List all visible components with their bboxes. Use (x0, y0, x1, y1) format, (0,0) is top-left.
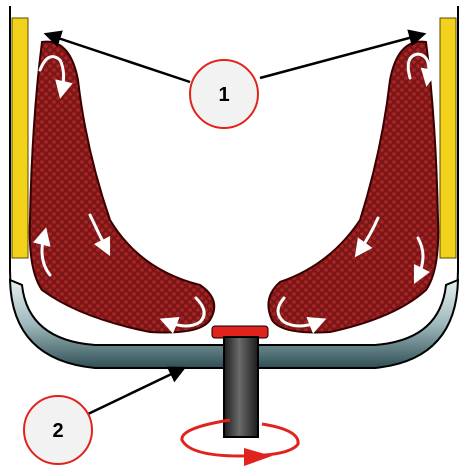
curved-arrow-icon (38, 55, 73, 99)
left-flow-arrows (33, 55, 206, 334)
right-material-mass (267, 40, 440, 334)
curved-arrow-icon (33, 227, 52, 277)
curved-arrow-icon (88, 213, 111, 257)
callout-1-label: 1 (218, 84, 229, 106)
curved-arrow-icon (276, 296, 327, 334)
curved-arrow-icon (413, 236, 431, 285)
left-material-mass (28, 40, 216, 334)
curved-arrow-icon (159, 296, 206, 334)
right-flow-arrows (276, 52, 439, 334)
callout-2-label: 2 (52, 420, 63, 442)
callout-1: 1 (189, 59, 259, 129)
leader-line-1-right (259, 29, 427, 80)
leader-line-1-left (43, 30, 191, 84)
left-wall (11, 17, 29, 259)
rotating-bowl (8, 278, 460, 369)
curved-arrow-icon (406, 52, 439, 87)
callout-2: 2 (23, 395, 93, 465)
leader-line-2 (87, 366, 187, 416)
right-wall (439, 17, 457, 259)
rotation-arrow-icon (180, 418, 300, 466)
curved-arrow-icon (354, 216, 380, 258)
drive-shaft (223, 336, 259, 438)
